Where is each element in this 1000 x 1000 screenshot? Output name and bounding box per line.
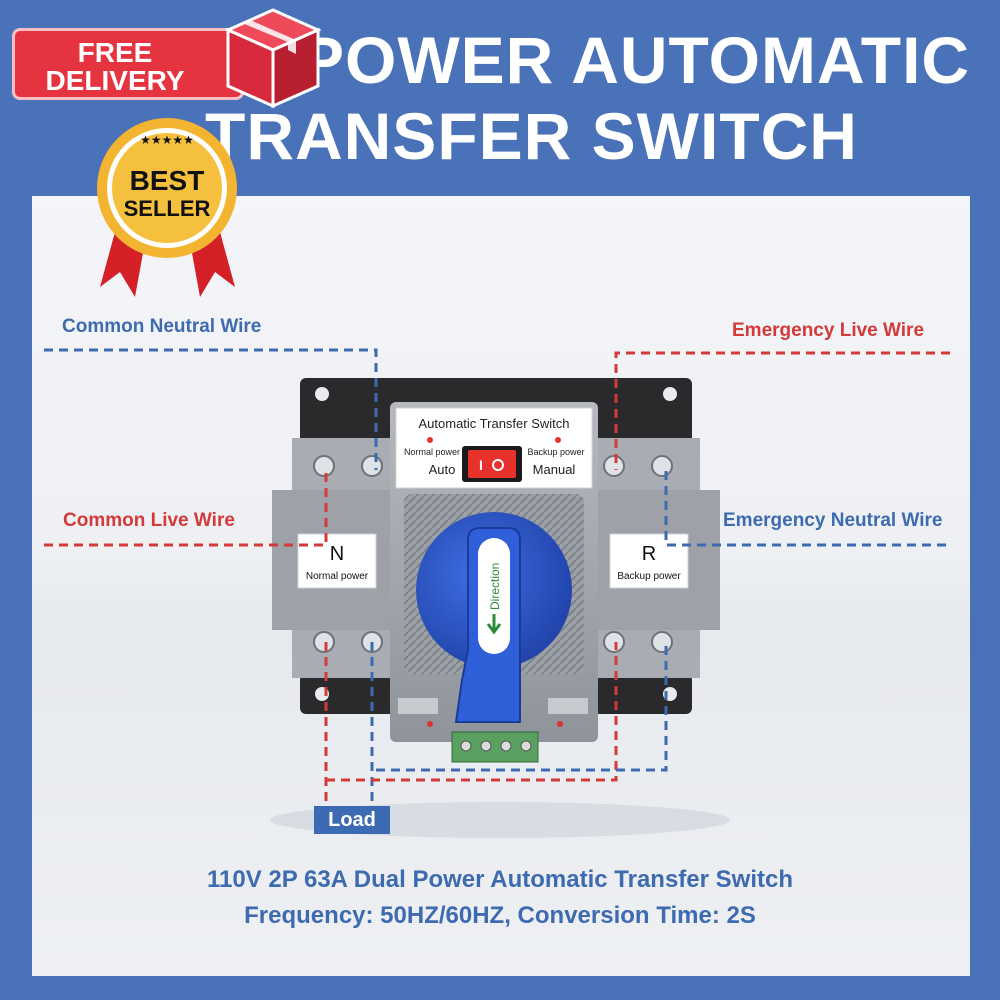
bottom-tag-left	[398, 698, 438, 714]
package-box-icon	[224, 8, 322, 109]
caption-line-1: 110V 2P 63A Dual Power Automatic Transfe…	[207, 866, 793, 893]
emergency-neutral-label: Emergency Neutral Wire	[723, 510, 943, 531]
rocker-mark-i: I	[479, 457, 483, 473]
title-line-2: TRANSFER SWITCH	[205, 99, 858, 173]
n-letter: N	[330, 543, 344, 565]
device-header: Automatic Transfer Switch	[419, 416, 570, 431]
common-live-wire	[44, 470, 328, 547]
normal-power-label: Normal power	[404, 447, 460, 457]
rocker-mark-o	[492, 459, 504, 471]
control-terminal-screws	[460, 740, 532, 752]
r-label-card	[609, 533, 689, 589]
common-live-label: Common Live Wire	[63, 510, 235, 531]
mount-hole	[315, 387, 329, 401]
load-loop-red	[326, 642, 618, 782]
bottom-tag-right	[548, 698, 588, 714]
backup-power-label: Backup power	[527, 447, 584, 457]
bottom-led	[427, 721, 433, 727]
load-loop-blue	[376, 642, 668, 772]
emergency-live-wire	[614, 351, 950, 470]
direction-arrow-icon	[486, 614, 502, 635]
title-line-1: POWER AUTOMATIC	[300, 23, 971, 97]
emergency-live-label: Emergency Live Wire	[732, 320, 925, 341]
n-label-card	[297, 533, 377, 589]
rocker-face	[468, 450, 516, 478]
manual-label: Manual	[533, 462, 576, 477]
r-letter: R	[642, 543, 656, 565]
load-label: Load	[314, 806, 390, 834]
indicator-led-normal	[427, 437, 433, 443]
common-neutral-wire	[44, 348, 378, 470]
best-seller-seal: ★★★★★ BEST SELLER	[97, 118, 237, 297]
wiring-diagram	[44, 348, 950, 806]
mount-hole	[663, 387, 677, 401]
direction-indicator	[478, 538, 510, 654]
free-text: FREE	[77, 37, 153, 68]
r-sub: Backup power	[617, 571, 681, 582]
caption-line-2: Frequency: 50HZ/60HZ, Conversion Time: 2…	[244, 902, 756, 929]
seller-text: SELLER	[124, 196, 211, 221]
auto-label: Auto	[429, 462, 456, 477]
bottom-led	[557, 721, 563, 727]
svg-text:★★★★★: ★★★★★	[140, 133, 194, 147]
indicator-led-backup	[555, 437, 561, 443]
best-text: BEST	[130, 165, 205, 196]
common-neutral-label: Common Neutral Wire	[62, 316, 262, 337]
free-delivery-badge: FREE DELIVERY	[12, 28, 244, 100]
n-sub: Normal power	[306, 571, 369, 582]
delivery-text: DELIVERY	[45, 65, 185, 96]
emergency-neutral-wire	[664, 470, 946, 547]
direction-text: Direction	[488, 563, 502, 610]
